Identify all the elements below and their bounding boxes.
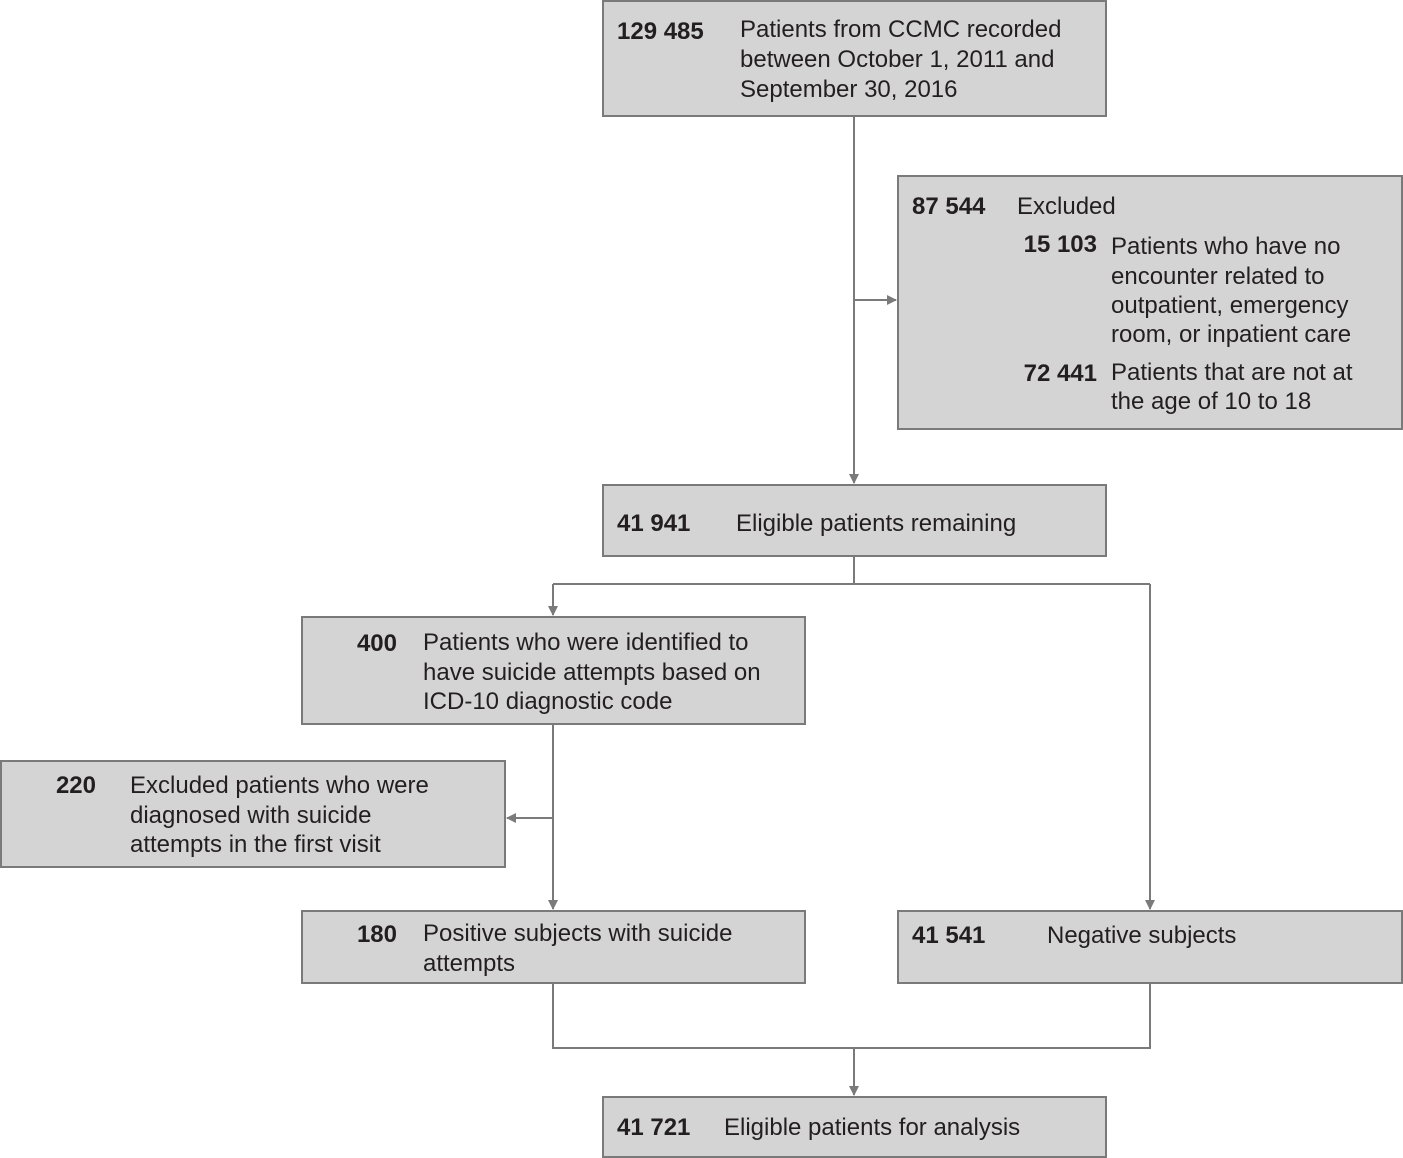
analysis-text: Eligible patients for analysis (724, 1114, 1021, 1141)
box-negative-subjects: 41 541 Negative subjects (897, 910, 1403, 984)
identified-line-2: have suicide attempts based on (423, 659, 761, 686)
box-first-visit-excluded: 220 Excluded patients who were diagnosed… (0, 760, 506, 868)
count-first-visit: 220 (55, 772, 96, 799)
box-identified-suicide: 400 Patients who were identified to have… (301, 616, 806, 725)
ccmc-line-1: Patients from CCMC recorded (740, 16, 1062, 43)
box-ccmc-patients: 129 485 Patients from CCMC recorded betw… (602, 0, 1107, 117)
positive-line-2: attempts (423, 950, 516, 977)
count-excluded: 87 544 (912, 193, 986, 220)
age-line-2: the age of 10 to 18 (1111, 388, 1312, 415)
first-visit-line-1: Excluded patients who were (130, 772, 429, 799)
box-positive-subjects: 180 Positive subjects with suicide attem… (301, 910, 806, 984)
count-ccmc: 129 485 (617, 18, 704, 45)
identified-line-3: ICD-10 diagnostic code (423, 688, 673, 715)
count-eligible: 41 941 (617, 510, 691, 537)
box-eligible-remaining: 41 941 Eligible patients remaining (602, 484, 1107, 557)
box-eligible-analysis: 41 721 Eligible patients for analysis (602, 1096, 1107, 1158)
identified-line-1: Patients who were identified to (423, 629, 749, 656)
no-encounter-line-2: encounter related to (1111, 263, 1325, 290)
no-encounter-line-1: Patients who have no (1111, 233, 1341, 260)
no-encounter-line-4: room, or inpatient care (1111, 321, 1352, 348)
merge-connector (552, 983, 1151, 1049)
negative-text: Negative subjects (1047, 922, 1237, 949)
count-negative: 41 541 (912, 922, 986, 949)
no-encounter-line-3: outpatient, emergency (1111, 292, 1349, 319)
eligible-text: Eligible patients remaining (736, 510, 1017, 537)
ccmc-line-3: September 30, 2016 (740, 76, 958, 103)
count-identified: 400 (356, 630, 397, 657)
box-excluded: 87 544 Excluded 15 103 Patients who have… (897, 175, 1403, 430)
count-age: 72 441 (1023, 360, 1097, 387)
first-visit-line-2: diagnosed with suicide (130, 802, 372, 829)
positive-line-1: Positive subjects with suicide (423, 920, 733, 947)
count-positive: 180 (356, 921, 397, 948)
first-visit-line-3: attempts in the first visit (130, 831, 381, 858)
ccmc-line-2: between October 1, 2011 and (740, 46, 1055, 73)
count-analysis: 41 721 (617, 1114, 691, 1141)
excluded-label: Excluded (1017, 193, 1116, 220)
split-connector (553, 557, 855, 585)
age-line-1: Patients that are not at (1111, 359, 1353, 386)
count-no-encounter: 15 103 (1023, 231, 1097, 258)
